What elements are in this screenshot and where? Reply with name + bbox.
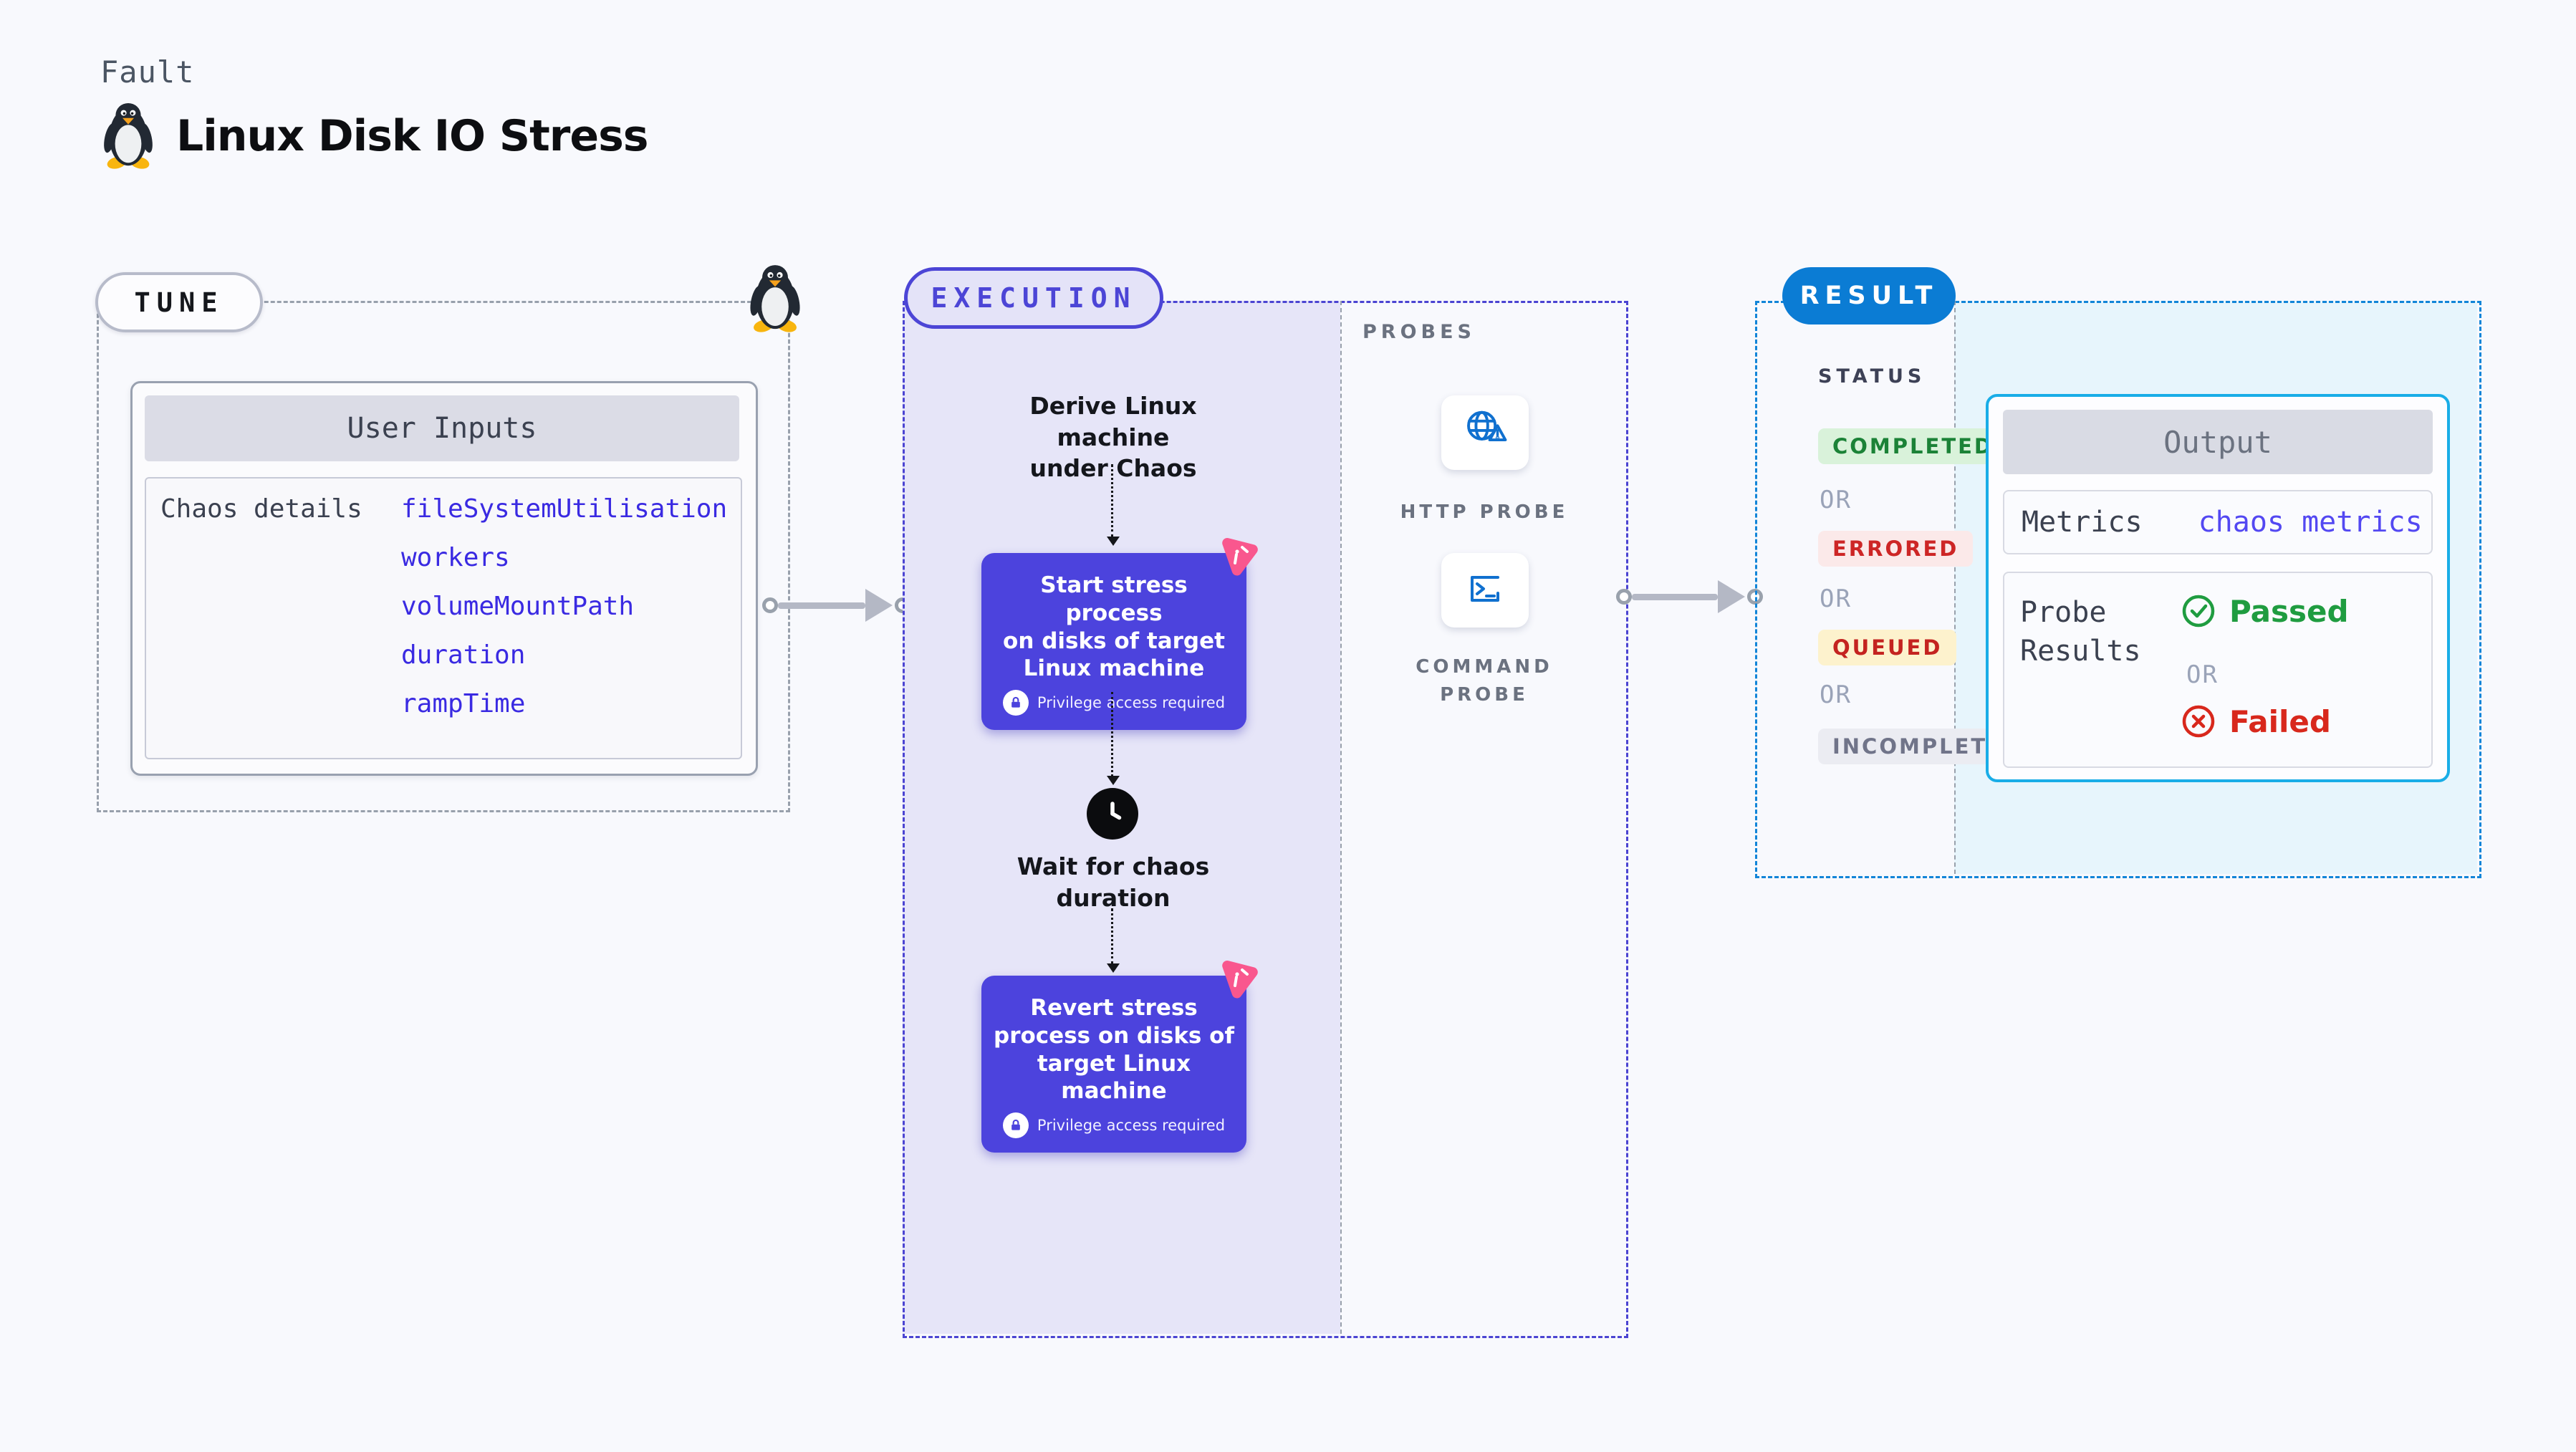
metrics-row: Metrics chaos metrics: [2003, 490, 2433, 554]
probes-label: PROBES: [1363, 321, 1476, 343]
http-probe-label: HTTP PROBE: [1400, 501, 1569, 523]
tune-region: [97, 301, 790, 812]
result-pill: RESULT: [1782, 267, 1956, 324]
or-separator: OR: [1820, 486, 1852, 514]
chaos-value: workers: [401, 543, 510, 572]
x-circle-icon: [2182, 705, 2215, 738]
globe-alert-icon: [1460, 406, 1510, 459]
or-separator: OR: [2186, 660, 2219, 689]
start-stress-text: Start stress process on disks of target …: [1003, 572, 1225, 682]
user-inputs-table: [145, 477, 742, 759]
penguin-icon: [745, 262, 805, 335]
output-title: Output: [2003, 410, 2433, 474]
privilege-row: Privilege access required: [989, 690, 1239, 716]
execution-probes-divider: [1340, 301, 1342, 1334]
arrowhead: [865, 589, 893, 622]
execution-to-result-arrow: [1632, 594, 1718, 600]
tune-pill: TUNE: [95, 272, 263, 332]
metrics-label: Metrics: [2022, 506, 2143, 539]
wait-step-text: Wait for chaos duration: [1017, 852, 1210, 912]
flow-arrow-down: [1107, 692, 1120, 785]
http-probe-card: [1441, 395, 1529, 470]
result-divider: [1954, 301, 1956, 874]
revert-stress-text: Revert stress process on disks of target…: [994, 995, 1234, 1105]
failed-label: Failed: [2229, 703, 2331, 739]
chaos-value: fileSystemUtilisation: [401, 494, 728, 524]
command-probe-card: [1441, 553, 1529, 628]
or-separator: OR: [1820, 585, 1852, 613]
privilege-note: Privilege access required: [1037, 1117, 1226, 1134]
execution-pill: EXECUTION: [904, 267, 1163, 329]
chaos-value: rampTime: [401, 689, 526, 718]
flow-arrow-down: [1107, 464, 1120, 546]
probe-results-label: Probe Results: [2020, 596, 2141, 668]
status-badge-completed: COMPLETED: [1818, 428, 2009, 464]
terminal-icon: [1462, 566, 1508, 615]
chaos-logo-icon: [1215, 533, 1262, 580]
status-label: STATUS: [1818, 365, 1926, 388]
check-circle-icon: [2182, 595, 2215, 628]
fault-kicker: Fault: [100, 54, 195, 90]
start-stress-step: Start stress process on disks of target …: [981, 538, 1258, 730]
arrowhead: [1718, 580, 1745, 613]
chaos-value: volumeMountPath: [401, 592, 635, 621]
status-badge-queued: QUEUED: [1818, 630, 1957, 665]
metrics-value: chaos metrics: [2198, 506, 2423, 539]
user-inputs-title: User Inputs: [145, 395, 739, 461]
revert-stress-step: Revert stress process on disks of target…: [981, 961, 1258, 1153]
command-probe-label: COMMAND PROBE: [1416, 656, 1553, 706]
clock-icon: [1087, 788, 1138, 840]
probe-results-row: Probe Results Passed OR Failed: [2003, 572, 2433, 768]
penguin-icon: [99, 100, 158, 172]
passed-label: Passed: [2229, 593, 2349, 629]
connector-dot: [1616, 589, 1632, 605]
tune-to-execution-arrow: [778, 602, 865, 609]
title-row: Linux Disk IO Stress: [99, 100, 649, 172]
chaos-logo-icon: [1215, 956, 1262, 1003]
status-badge-errored: ERRORED: [1818, 531, 1974, 567]
chaos-value: duration: [401, 640, 526, 670]
lock-icon: [1002, 690, 1029, 716]
privilege-note: Privilege access required: [1037, 694, 1226, 711]
result-region: [1755, 301, 2481, 878]
derive-step-text: Derive Linux machine under Chaos: [1029, 392, 1197, 483]
lock-icon: [1002, 1112, 1029, 1138]
privilege-row: Privilege access required: [989, 1112, 1239, 1138]
execution-region: [903, 301, 1628, 1338]
failed-line: Failed: [2181, 703, 2331, 739]
flow-arrow-down: [1107, 908, 1120, 973]
connector-dot: [762, 597, 778, 613]
or-separator: OR: [1820, 681, 1852, 709]
passed-line: Passed: [2181, 593, 2349, 629]
page-title: Linux Disk IO Stress: [176, 111, 649, 161]
chaos-details-label: Chaos details: [160, 494, 362, 524]
